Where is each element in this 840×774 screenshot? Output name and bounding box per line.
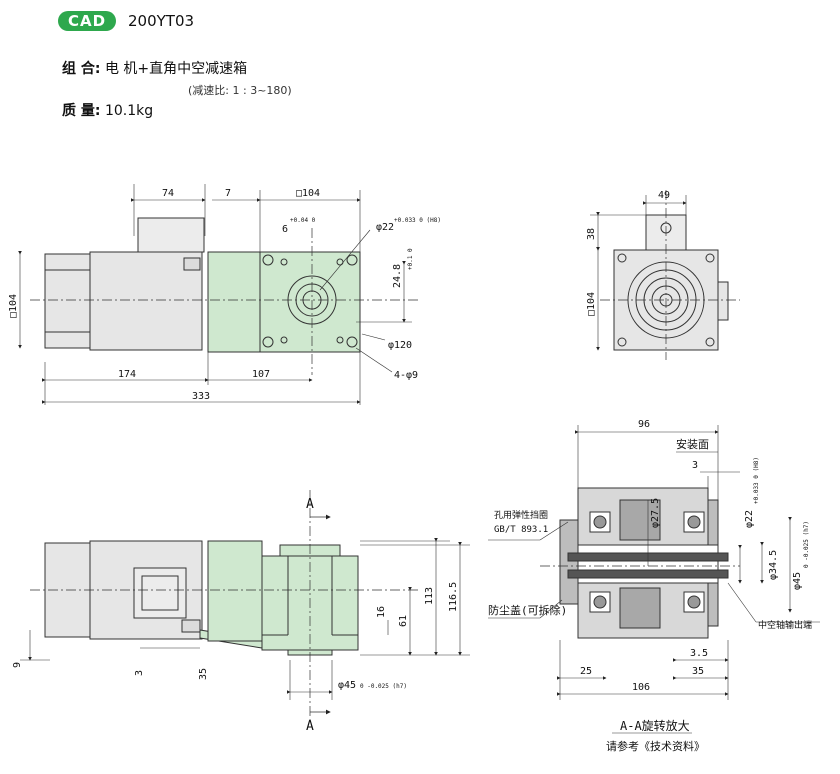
dim-333: 333	[192, 391, 210, 402]
dim-3-5: 35	[198, 668, 209, 680]
output-end-label: 中空轴输出端	[758, 619, 812, 631]
mass-row: 质 量: 10.1kg	[62, 100, 153, 120]
dim-3-sec: 3	[692, 460, 698, 471]
end-view-dims: 49 38 □104	[586, 190, 670, 316]
dim-38: 38	[586, 228, 597, 240]
dim-74: 74	[162, 188, 174, 199]
composition-value: 电 机+直角中空减速箱	[104, 61, 248, 77]
dim-107: 107	[252, 369, 270, 380]
dim-45-tol: 0 -0.025 (h7)	[360, 683, 407, 690]
ratio-note: (减速比: 1 : 3~180)	[188, 84, 292, 97]
mount-face-label: 安装面	[676, 437, 709, 451]
dim-16: 16	[376, 606, 387, 618]
dim-113: 113	[424, 587, 435, 605]
top-view	[18, 184, 420, 405]
dim-120: φ120	[388, 340, 412, 351]
dim-holes: 4-φ9	[394, 370, 418, 381]
dim-35-sec: 35	[692, 666, 704, 677]
motor-body	[89, 251, 203, 351]
dim-6: 6	[282, 224, 288, 235]
section-mark-top: A	[306, 497, 314, 512]
model-number: 200YT03	[128, 12, 195, 30]
dim-96: 96	[638, 419, 650, 430]
dim-61: 61	[398, 615, 409, 627]
side-gearbox-flange	[207, 540, 263, 642]
dim-9: 9	[12, 662, 23, 668]
section-reference: 请参考《技术资料》	[606, 739, 705, 753]
dim-45: φ45	[338, 680, 356, 691]
dim-22: φ22	[376, 222, 394, 233]
mass-value: 10.1kg	[104, 103, 154, 119]
dim-34-5: φ34.5	[768, 550, 779, 580]
dim-24-8-tol: +0.1 0	[407, 248, 414, 270]
dim-45-sec-tol: 0 -0.025 (h7)	[803, 521, 810, 568]
dim-45-sec: φ45	[792, 572, 803, 590]
terminal-box	[137, 217, 205, 253]
composition-label: 组 合:	[62, 61, 101, 77]
dim-174: 174	[118, 369, 136, 380]
dim-27-5: φ27.5	[650, 498, 661, 528]
composition-row: 组 合: 电 机+直角中空减速箱	[62, 58, 247, 78]
snap-ring-label: 孔用弹性挡圈	[494, 509, 548, 521]
dim-25: 25	[580, 666, 592, 677]
section-mark-bottom: A	[306, 719, 314, 734]
section-title: A-A旋转放大	[620, 718, 690, 733]
dim-3-5-sec: 3.5	[690, 648, 708, 659]
mass-label: 质 量:	[62, 103, 101, 119]
side-view-dims: A A 113 116.5 61 16 9 3 35 φ45 0 -0.025 …	[12, 497, 459, 734]
section-view	[488, 425, 820, 734]
dim-24-8: 24.8	[392, 264, 403, 288]
side-view	[20, 490, 470, 720]
dim-104: □104	[296, 188, 320, 199]
dim-22-sec-tol: +0.033 0 (H8)	[753, 457, 760, 504]
dim-22-tol: +0.033 0 (H8)	[394, 217, 441, 224]
dim-6-tol: +0.04 0	[290, 217, 316, 224]
section-view-dims: 96 安装面 3 孔用弹性挡圈 GB/T 893.1 防尘盖(可拆除) 中空轴输…	[488, 419, 812, 753]
dim-104-end: □104	[586, 292, 597, 316]
dim-106: 106	[632, 682, 650, 693]
cad-badge: CAD	[58, 11, 116, 31]
dust-cap-label: 防尘盖(可拆除)	[488, 603, 567, 617]
dim-7: 7	[225, 188, 231, 199]
dim-104-v: □104	[8, 294, 19, 318]
snap-ring-std: GB/T 893.1	[494, 525, 548, 535]
dim-22-sec: φ22	[744, 510, 755, 528]
end-view	[590, 190, 740, 360]
dim-49: 49	[658, 190, 670, 201]
motor-end-cap	[44, 253, 91, 349]
dim-116-5: 116.5	[448, 582, 459, 612]
dim-3: 3	[134, 670, 145, 676]
top-view-dims: 74 7 □104 6 +0.04 0 φ22 +0.033 0 (H8) 24…	[8, 188, 441, 402]
